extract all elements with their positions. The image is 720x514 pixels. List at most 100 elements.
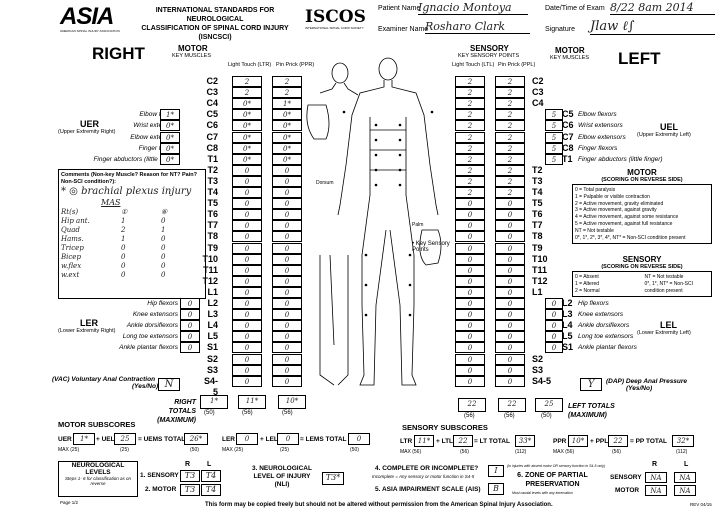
dap-field[interactable]: Y [580, 378, 602, 391]
comment-row-name[interactable]: Hip ant. [61, 217, 90, 225]
pp-total[interactable]: 32* [672, 435, 694, 447]
left-pp-cell[interactable]: 0 [495, 220, 525, 232]
nli-field[interactable]: T3* [322, 472, 344, 485]
right-motor-cell[interactable]: 0* [160, 153, 180, 165]
comments-text-2[interactable]: MAS [101, 198, 121, 207]
right-lt-cell[interactable]: 0 [232, 220, 262, 232]
right-pp-cell[interactable]: 0 [272, 331, 302, 343]
left-lt-cell[interactable]: 0 [455, 275, 485, 287]
left-lt-cell[interactable]: 0 [455, 375, 485, 387]
left-pp-cell[interactable]: 0 [495, 353, 525, 365]
right-pp-cell[interactable]: 0 [272, 286, 302, 298]
vac-field[interactable]: N [158, 378, 180, 391]
left-motor-cell[interactable]: 0 [545, 331, 563, 343]
right-total-cell[interactable]: 1* [200, 395, 228, 409]
right-pp-cell[interactable]: 0* [272, 153, 302, 165]
complete-field[interactable]: I [488, 465, 504, 477]
left-pp-cell[interactable]: 2 [495, 187, 525, 198]
lel-subscore[interactable]: 0 [277, 433, 299, 445]
left-motor-cell[interactable]: 0 [545, 342, 563, 354]
right-pp-cell[interactable]: 0 [272, 298, 302, 309]
sensory-level-l[interactable]: T4 [201, 470, 221, 482]
left-total-cell[interactable]: 22 [458, 398, 486, 412]
right-pp-cell[interactable]: 0 [272, 187, 302, 198]
left-lt-cell[interactable]: 0 [455, 231, 485, 243]
left-pp-cell[interactable]: 2 [495, 131, 525, 143]
comment-row-r[interactable]: 0 [121, 253, 126, 261]
comment-row-r[interactable]: ① [121, 208, 128, 216]
examiner-field[interactable]: Rosharo Clark [425, 20, 530, 34]
right-lt-cell[interactable]: 2 [232, 76, 262, 87]
right-lt-cell[interactable]: 0 [232, 187, 262, 198]
right-pp-cell[interactable]: 0* [272, 131, 302, 143]
right-pp-cell[interactable]: 0 [272, 220, 302, 232]
ppr-subscore[interactable]: 10* [568, 435, 588, 447]
comment-row-name[interactable]: w.flex [61, 262, 82, 270]
comment-row-l[interactable]: 1 [161, 226, 166, 234]
right-lt-cell[interactable]: 0 [232, 331, 262, 343]
left-lt-cell[interactable]: 0 [455, 286, 485, 298]
right-motor-cell[interactable]: 0* [160, 131, 180, 143]
zpp-sensory-r[interactable]: NA [645, 472, 667, 483]
right-lt-cell[interactable]: 0 [232, 364, 262, 376]
left-motor-cell[interactable]: 0 [545, 320, 563, 332]
right-lt-cell[interactable]: 0* [232, 142, 262, 154]
lt-total[interactable]: 33* [515, 435, 535, 447]
comment-row-r[interactable]: 1 [121, 217, 126, 225]
comments-text-1[interactable]: * ◎ brachial plexus injury [61, 186, 192, 197]
right-lt-cell[interactable]: 0 [232, 231, 262, 243]
right-lt-cell[interactable]: 0 [232, 353, 262, 365]
right-pp-cell[interactable]: 0 [272, 320, 302, 332]
left-pp-cell[interactable]: 0 [495, 375, 525, 387]
lems-total[interactable]: 0 [348, 433, 370, 445]
left-motor-cell[interactable]: 5 [545, 153, 563, 165]
left-pp-cell[interactable]: 0 [495, 364, 525, 376]
comment-row-r[interactable]: 1 [121, 235, 126, 243]
right-lt-cell[interactable]: 0* [232, 153, 262, 165]
comment-row-r[interactable]: 0 [121, 244, 126, 252]
ltl-subscore[interactable]: 22 [453, 435, 473, 447]
left-pp-cell[interactable]: 0 [495, 298, 525, 309]
left-lt-cell[interactable]: 0 [455, 198, 485, 210]
ltr-subscore[interactable]: 11* [414, 435, 434, 447]
motor-level-l[interactable]: T4 [201, 484, 221, 496]
left-pp-cell[interactable]: 2 [495, 153, 525, 165]
right-pp-cell[interactable]: 2 [272, 87, 302, 99]
right-lt-cell[interactable]: 0* [232, 109, 262, 121]
left-total-cell[interactable]: 22 [498, 398, 526, 412]
left-motor-cell[interactable]: 5 [545, 120, 563, 132]
right-pp-cell[interactable]: 0 [272, 209, 302, 221]
left-motor-cell[interactable]: 5 [545, 142, 563, 154]
comment-row-l[interactable]: 0 [161, 271, 166, 279]
comment-row-l[interactable]: 0 [161, 262, 166, 270]
right-pp-cell[interactable]: 0* [272, 142, 302, 154]
left-motor-cell[interactable]: 0 [545, 309, 563, 321]
right-pp-cell[interactable]: 0 [272, 342, 302, 354]
right-pp-cell[interactable]: 0 [272, 364, 302, 376]
comment-row-r[interactable]: 0 [121, 262, 126, 270]
left-lt-cell[interactable]: 2 [455, 142, 485, 154]
left-pp-cell[interactable]: 2 [495, 76, 525, 87]
right-pp-cell[interactable]: 0 [272, 198, 302, 210]
left-lt-cell[interactable]: 0 [455, 309, 485, 321]
left-pp-cell[interactable]: 2 [495, 109, 525, 121]
right-pp-cell[interactable]: 0 [272, 264, 302, 276]
left-lt-cell[interactable]: 0 [455, 320, 485, 332]
right-lt-cell[interactable]: 0 [232, 286, 262, 298]
left-lt-cell[interactable]: 0 [455, 264, 485, 276]
left-pp-cell[interactable]: 2 [495, 87, 525, 99]
comment-row-l[interactable]: 0 [161, 253, 166, 261]
zpp-sensory-l[interactable]: NA [674, 472, 696, 483]
right-pp-cell[interactable]: 1* [272, 98, 302, 110]
right-lt-cell[interactable]: 0 [232, 342, 262, 354]
uel-subscore[interactable]: 25 [114, 433, 136, 445]
right-total-cell[interactable]: 11* [238, 395, 266, 409]
sensory-level-r[interactable]: T3 [180, 470, 200, 482]
comment-row-l[interactable]: 0 [161, 217, 166, 225]
ler-subscore[interactable]: 0 [236, 433, 258, 445]
right-pp-cell[interactable]: 0 [272, 253, 302, 265]
zpp-motor-l[interactable]: NA [674, 485, 696, 496]
left-pp-cell[interactable]: 0 [495, 320, 525, 332]
uer-subscore[interactable]: 1* [73, 433, 95, 445]
left-pp-cell[interactable]: 0 [495, 242, 525, 254]
